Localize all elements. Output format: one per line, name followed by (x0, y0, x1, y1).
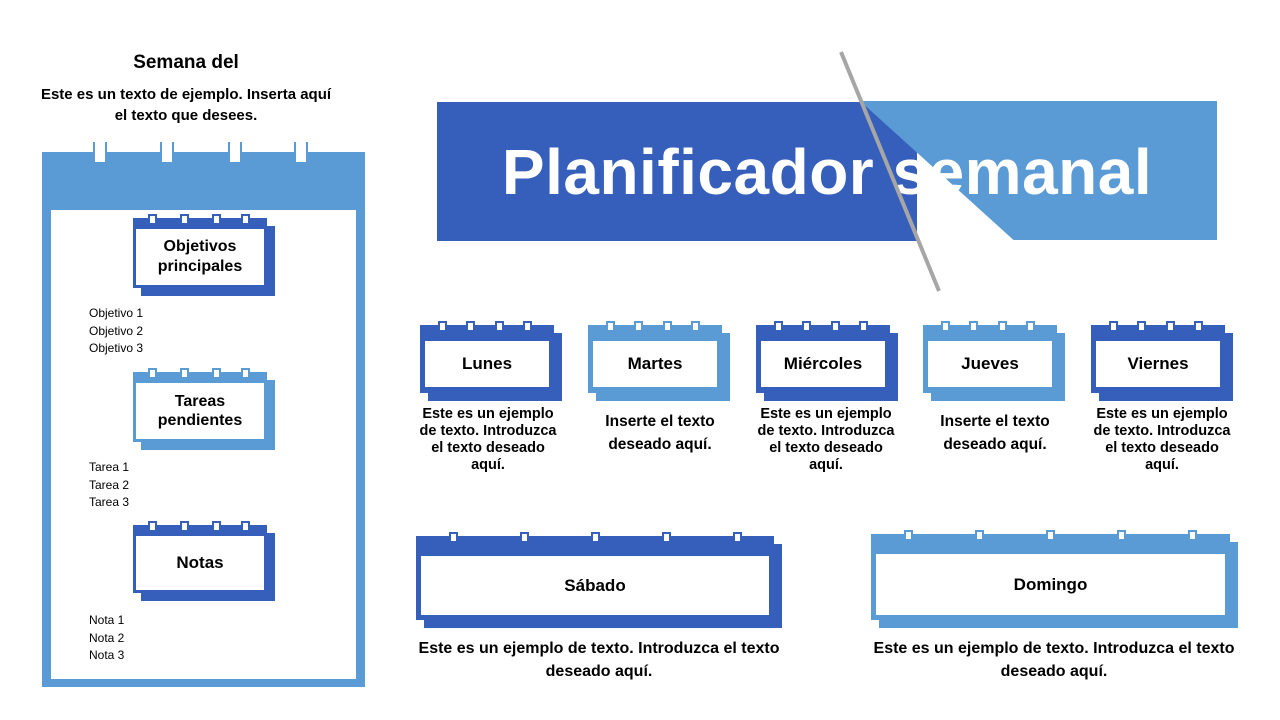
list-item: Objetivo 3 (89, 341, 144, 355)
tasks-list: Tarea 1 Tarea 2 Tarea 3 (89, 459, 129, 512)
notes-title: Notas (136, 536, 264, 590)
day-label: Sábado (421, 556, 769, 615)
day-description: Este es un ejemplo de texto. Introduzca … (1093, 406, 1231, 473)
day-card-sabado: Sábado (416, 532, 782, 628)
day-description: Este es un ejemplo de texto. Introduzca … (873, 640, 1235, 680)
notebook-ring (93, 142, 107, 164)
day-description: Este es un ejemplo de texto. Introduzca … (757, 406, 895, 473)
day-label: Miércoles (761, 341, 885, 387)
notebook-ring (160, 142, 174, 164)
day-label: Jueves (928, 341, 1052, 387)
day-card-miercoles: Miércoles (756, 321, 898, 401)
banner-dark-block (437, 102, 917, 241)
objectives-list: Objetivo 1 Objetivo 2 Objetivo 3 (89, 305, 143, 358)
list-item: Nota 2 (89, 630, 125, 645)
week-title: Semana del (133, 52, 239, 73)
tasks-title: Tareas pendientes (136, 383, 264, 439)
day-description: Este es un ejemplo de texto. Introduzca … (419, 406, 557, 473)
day-description: Inserte el texto deseado aquí. (605, 413, 715, 453)
tasks-header-card: Tareas pendientes (133, 368, 275, 450)
day-label: Viernes (1096, 341, 1220, 387)
day-label: Lunes (425, 341, 549, 387)
day-card-jueves: Jueves (923, 321, 1065, 401)
notebook-ring (294, 142, 308, 164)
notes-header-card: Notas (133, 521, 275, 601)
day-card-viernes: Viernes (1091, 321, 1233, 401)
day-card-martes: Martes (588, 321, 730, 401)
notebook-ring (228, 142, 242, 164)
day-label: Martes (593, 341, 717, 387)
list-item: Nota 1 (89, 613, 125, 627)
day-label: Domingo (876, 554, 1225, 615)
list-item: Nota 3 (89, 648, 125, 662)
objectives-header-card: Objetivos principales (133, 214, 275, 296)
notes-list: Nota 1 Nota 2 Nota 3 (89, 612, 124, 665)
list-item: Tarea 3 (89, 495, 130, 509)
list-item: Objetivo 2 (89, 323, 144, 338)
week-description: Este es un texto de ejemplo. Inserta aqu… (40, 86, 332, 124)
day-card-domingo: Domingo (871, 530, 1238, 628)
objectives-title: Objetivos principales (136, 229, 264, 285)
day-description: Este es un ejemplo de texto. Introduzca … (418, 640, 780, 680)
page-title: Planificador semanal (501, 135, 1153, 208)
day-card-lunes: Lunes (420, 321, 562, 401)
list-item: Objetivo 1 (89, 306, 144, 320)
list-item: Tarea 1 (89, 460, 130, 474)
day-description: Inserte el texto deseado aquí. (940, 413, 1050, 453)
list-item: Tarea 2 (89, 477, 130, 492)
